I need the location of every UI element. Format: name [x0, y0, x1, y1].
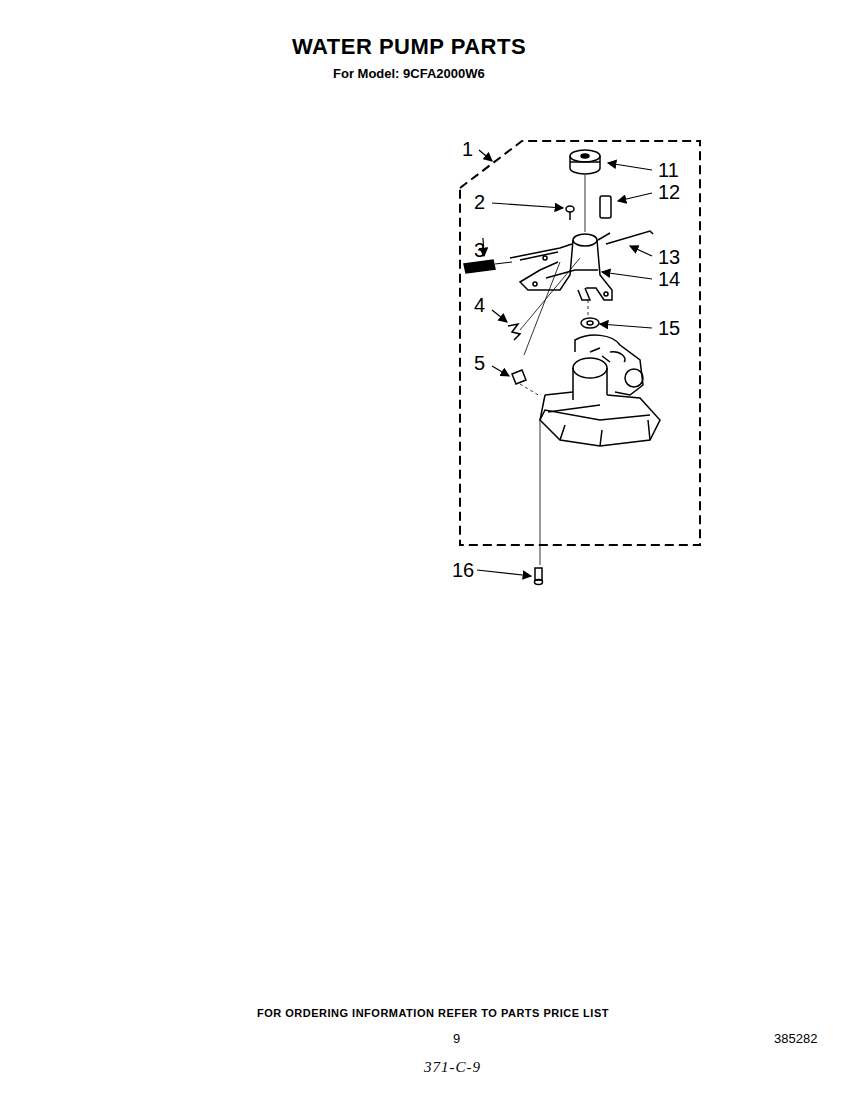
- handwritten-note: 371-C-9: [424, 1060, 481, 1075]
- callout-number: 11: [658, 160, 679, 180]
- document-number: 385282: [774, 1032, 817, 1045]
- screw: [535, 568, 543, 585]
- callout-number: 2: [474, 192, 485, 212]
- pump-housing: [540, 335, 660, 446]
- callout-number: 5: [474, 353, 485, 373]
- pad: [464, 260, 495, 273]
- assembly-outline: [460, 141, 700, 545]
- wire: [606, 231, 653, 244]
- callout-number: 1: [462, 139, 473, 159]
- callout-number: 14: [658, 269, 680, 289]
- leader-lines: [477, 150, 652, 576]
- callout-number: 13: [658, 247, 680, 267]
- seal: [581, 318, 599, 328]
- callout-number: 16: [452, 560, 474, 580]
- pump-bracket: [510, 233, 612, 300]
- pulley: [570, 150, 600, 174]
- clip: [508, 324, 520, 340]
- clip: [512, 370, 526, 384]
- clip: [600, 196, 611, 218]
- callout-number: 15: [658, 318, 680, 338]
- page-title: WATER PUMP PARTS: [292, 36, 526, 58]
- screw: [566, 206, 574, 220]
- model-number: For Model: 9CFA2000W6: [333, 67, 485, 80]
- callout-number: 12: [658, 182, 680, 202]
- callout-number: 3: [474, 240, 485, 260]
- callout-number: 4: [474, 295, 485, 315]
- page-number: 9: [453, 1032, 460, 1045]
- footer-note: FOR ORDERING INFORMATION REFER TO PARTS …: [257, 1008, 609, 1019]
